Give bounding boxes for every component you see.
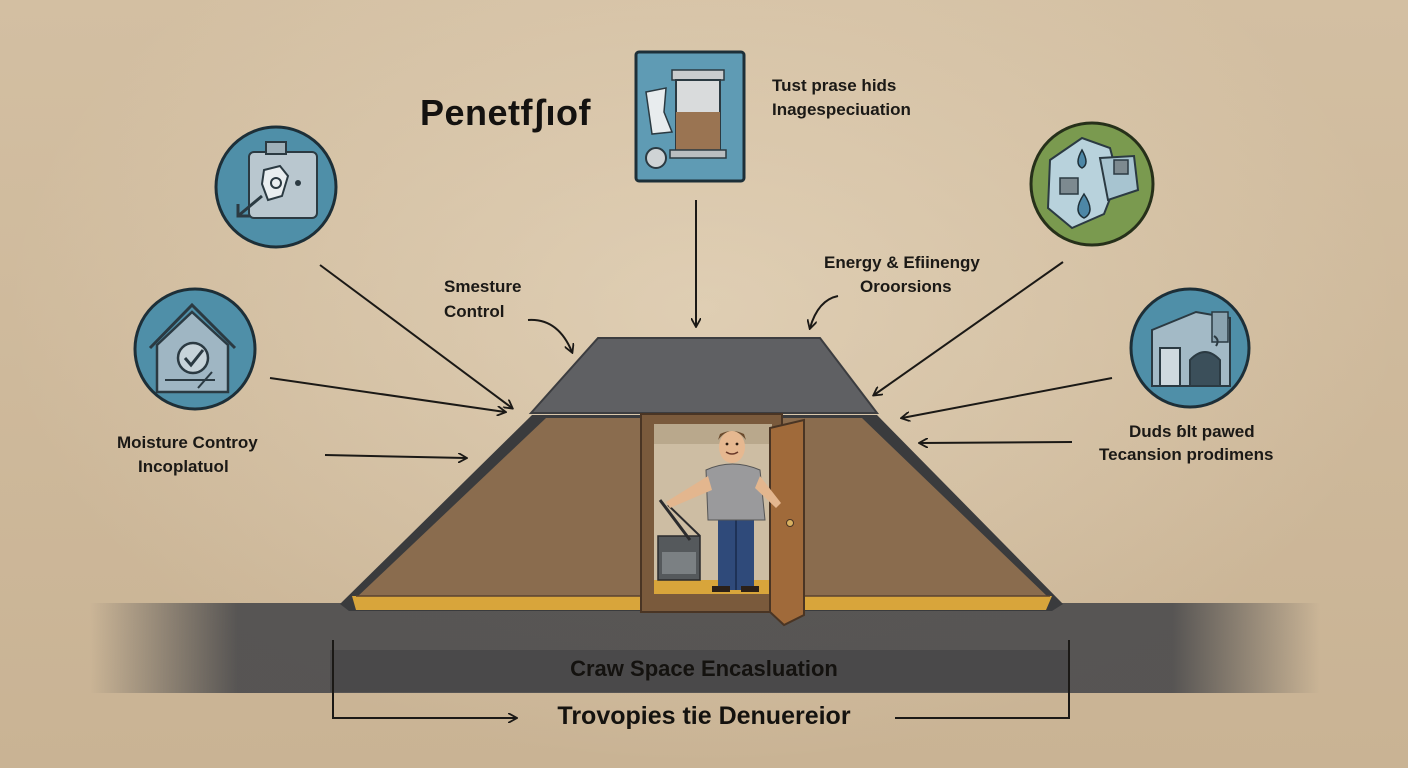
house-check-icon: [133, 287, 257, 411]
duds-label-line1: Duds ɓlt pawed: [1129, 422, 1255, 441]
pointer-arrows: [269, 200, 1113, 719]
moisture-label-line1: Moisture Controy: [117, 433, 258, 452]
equipment-box: [657, 499, 701, 581]
arrow-moisture-label-to-structure: [324, 455, 466, 458]
structure-roof: [528, 337, 880, 414]
moisture-label-line2: Incoplatuol: [138, 457, 229, 476]
arrow-smesture-to-roof: [527, 318, 572, 352]
top-caption-line1: Tust prase hids: [772, 76, 897, 95]
energy-label-line1: Energy & Efiinengy: [824, 253, 980, 272]
dehumidifier-machine-icon: [634, 50, 746, 183]
arrow-duct-icon-to-structure: [902, 377, 1113, 418]
bracket-left-arrow: [332, 640, 516, 718]
arrow-house-icon-to-structure: [269, 377, 505, 412]
top-caption-line2: Inagespeciuation: [772, 100, 911, 119]
water-drops-icon: [1029, 121, 1155, 247]
arrow-drops-icon-to-roof: [874, 261, 1064, 395]
duds-label-line2: Tecansion prodimens: [1099, 445, 1274, 464]
arrow-energy-to-roof: [810, 295, 839, 328]
bottom-title: Craw Space Encasluation: [570, 656, 838, 681]
arrow-top-left-icon-to-structure: [319, 264, 512, 408]
crawl-space-structure: [340, 337, 1063, 627]
person-figure: [666, 431, 781, 592]
energy-label-line2: Oroorsions: [860, 277, 952, 296]
arrow-duds-label-to-structure: [920, 442, 1073, 443]
bracket-right: [895, 640, 1070, 719]
smesture-label-line2: Control: [444, 302, 505, 321]
smesture-label-line1: Smesture: [444, 277, 522, 296]
duct-system-icon: [1129, 287, 1251, 409]
page-title: Penetfʃıof: [420, 92, 591, 133]
bottom-subtitle: Trovopies tie Denuereior: [557, 702, 851, 730]
equipment-unit-icon: [214, 125, 338, 249]
ground-band-label-strip: [330, 650, 1070, 692]
